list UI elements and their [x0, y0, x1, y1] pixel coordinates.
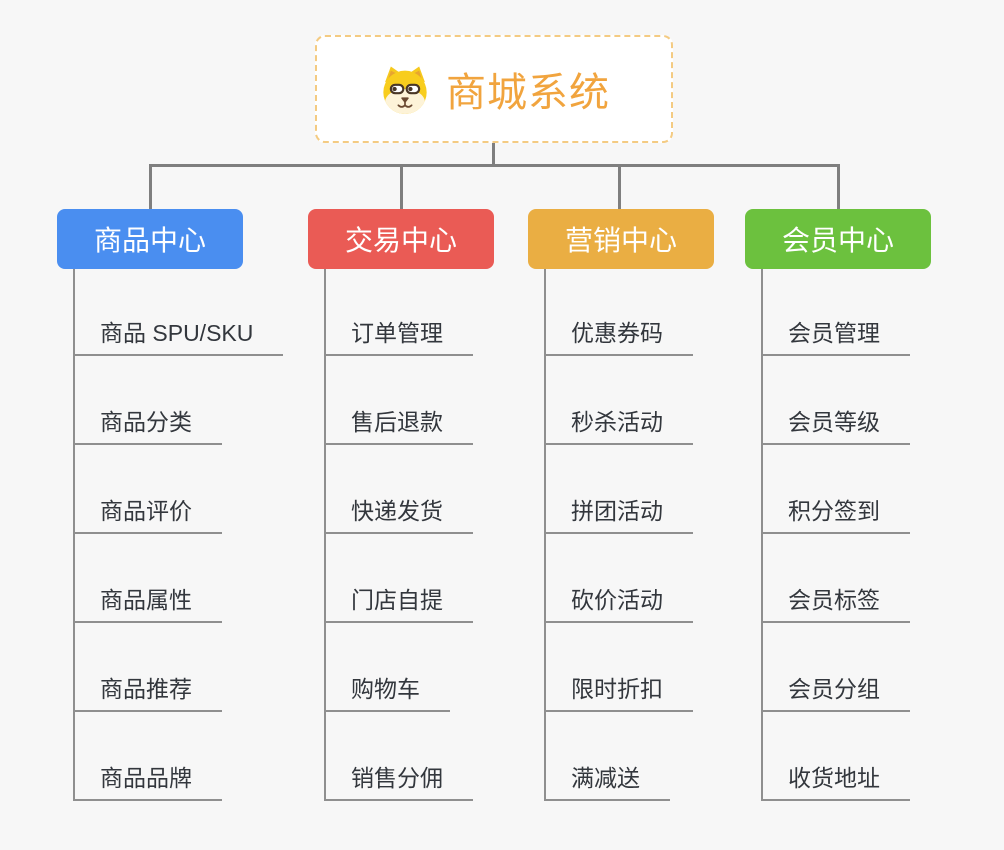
topic-item[interactable]: 优惠券码 — [544, 316, 693, 356]
branch-line-member-center — [761, 269, 763, 801]
topic-item[interactable]: 限时折扣 — [544, 672, 693, 712]
topic-item[interactable]: 售后退款 — [324, 405, 473, 445]
connector-stub-trade — [400, 166, 403, 210]
branch-line-marketing-center — [544, 269, 546, 801]
topic-item[interactable]: 秒杀活动 — [544, 405, 693, 445]
branch-items-trade-center: 订单管理 售后退款 快递发货 门店自提 购物车 销售分佣 — [324, 316, 473, 850]
branch-items-marketing-center: 优惠券码 秒杀活动 拼团活动 砍价活动 限时折扣 满减送 — [544, 316, 693, 850]
connector-stub-marketing — [618, 166, 621, 210]
root-node[interactable]: 商城系统 — [315, 35, 673, 143]
connector-root-stub — [492, 143, 495, 166]
topic-item[interactable]: 收货地址 — [761, 761, 910, 801]
dog-face-icon — [378, 64, 432, 114]
topic-item[interactable]: 会员管理 — [761, 316, 910, 356]
topic-item[interactable]: 门店自提 — [324, 583, 473, 623]
connector-stub-product — [149, 166, 152, 210]
topic-item[interactable]: 商品 SPU/SKU — [73, 316, 284, 356]
topic-item[interactable]: 会员等级 — [761, 405, 910, 445]
topic-item[interactable]: 满减送 — [544, 761, 670, 801]
root-title: 商城系统 — [446, 71, 610, 115]
topic-item[interactable]: 会员分组 — [761, 672, 910, 712]
branch-items-product-center: 商品 SPU/SKU 商品分类 商品评价 商品属性 商品推荐 商品品牌 — [73, 316, 284, 850]
topic-item[interactable]: 砍价活动 — [544, 583, 693, 623]
connector-bus-line — [149, 164, 840, 167]
topic-item[interactable]: 商品评价 — [73, 494, 222, 534]
topic-item[interactable]: 商品属性 — [73, 583, 222, 623]
topic-item[interactable]: 积分签到 — [761, 494, 910, 534]
branch-header-member-center[interactable]: 会员中心 — [745, 209, 931, 269]
topic-item[interactable]: 销售分佣 — [324, 761, 473, 801]
branch-line-trade-center — [324, 269, 326, 801]
topic-item[interactable]: 商品分类 — [73, 405, 222, 445]
topic-item[interactable]: 商品品牌 — [73, 761, 222, 801]
topic-item[interactable]: 会员标签 — [761, 583, 910, 623]
topic-item[interactable]: 订单管理 — [324, 316, 473, 356]
topic-item[interactable]: 购物车 — [324, 672, 450, 712]
connector-stub-member — [837, 166, 840, 210]
branch-header-marketing-center[interactable]: 营销中心 — [528, 209, 714, 269]
branch-items-member-center: 会员管理 会员等级 积分签到 会员标签 会员分组 收货地址 — [761, 316, 910, 850]
topic-item[interactable]: 商品推荐 — [73, 672, 222, 712]
topic-item[interactable]: 拼团活动 — [544, 494, 693, 534]
branch-header-trade-center[interactable]: 交易中心 — [308, 209, 494, 269]
topic-item[interactable]: 快递发货 — [324, 494, 473, 534]
branch-header-product-center[interactable]: 商品中心 — [57, 209, 243, 269]
branch-line-product-center — [73, 269, 75, 801]
